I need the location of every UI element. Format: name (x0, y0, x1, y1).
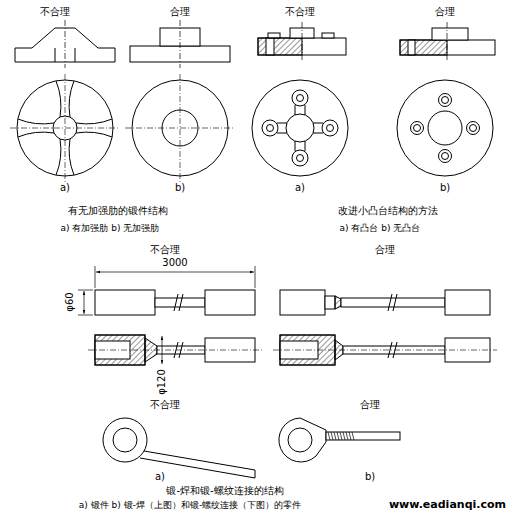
figure-letter: b) (365, 471, 375, 483)
thread-stroke (340, 432, 342, 440)
figure-subcaption: a) 锻件 b) 锻-焊（上图）和锻-螺纹连接（下图）的零件 (79, 500, 301, 511)
thread-stroke (337, 432, 339, 440)
thread-stroke (349, 432, 351, 440)
figure-letter: b) (440, 182, 450, 194)
verdict-label: 合理 (435, 6, 455, 18)
figure-caption: 有无加强肋的锻件结构 (68, 205, 168, 217)
figure-subcaption: a) 有加强肋 b) 无加强肋 (61, 223, 160, 234)
verdict-label: 合理 (375, 244, 395, 256)
watermark: www.eadianqi.com (389, 498, 506, 511)
figure-letter: a) (60, 182, 70, 194)
thread-stroke (343, 432, 345, 440)
verdict-label: 不合理 (285, 6, 315, 18)
figure-letter: a) (295, 182, 305, 194)
figure-subcaption: a) 有凸台 b) 无凸台 (340, 223, 421, 234)
thread-stroke (328, 432, 330, 440)
thread-stroke (346, 432, 348, 440)
thread-stroke (331, 432, 333, 440)
dimension-text: φ60 (64, 292, 76, 311)
verdict-label: 合理 (170, 6, 190, 18)
verdict-label: 合理 (360, 399, 380, 411)
figure-letter: b) (175, 182, 185, 194)
verdict-label: 不合理 (40, 6, 70, 18)
verdict-label: 不合理 (150, 399, 180, 411)
dimension-text: 3000 (162, 257, 187, 269)
figure-letter: a) (155, 471, 165, 483)
thread-stroke (352, 432, 354, 440)
verdict-label: 不合理 (150, 244, 180, 256)
thread-stroke (334, 432, 336, 440)
figure-caption: 改进小凸台结构的方法 (338, 205, 438, 217)
dimension-text: φ120 (156, 369, 168, 395)
figure-caption: 锻-焊和锻-螺纹连接的结构 (166, 485, 283, 497)
